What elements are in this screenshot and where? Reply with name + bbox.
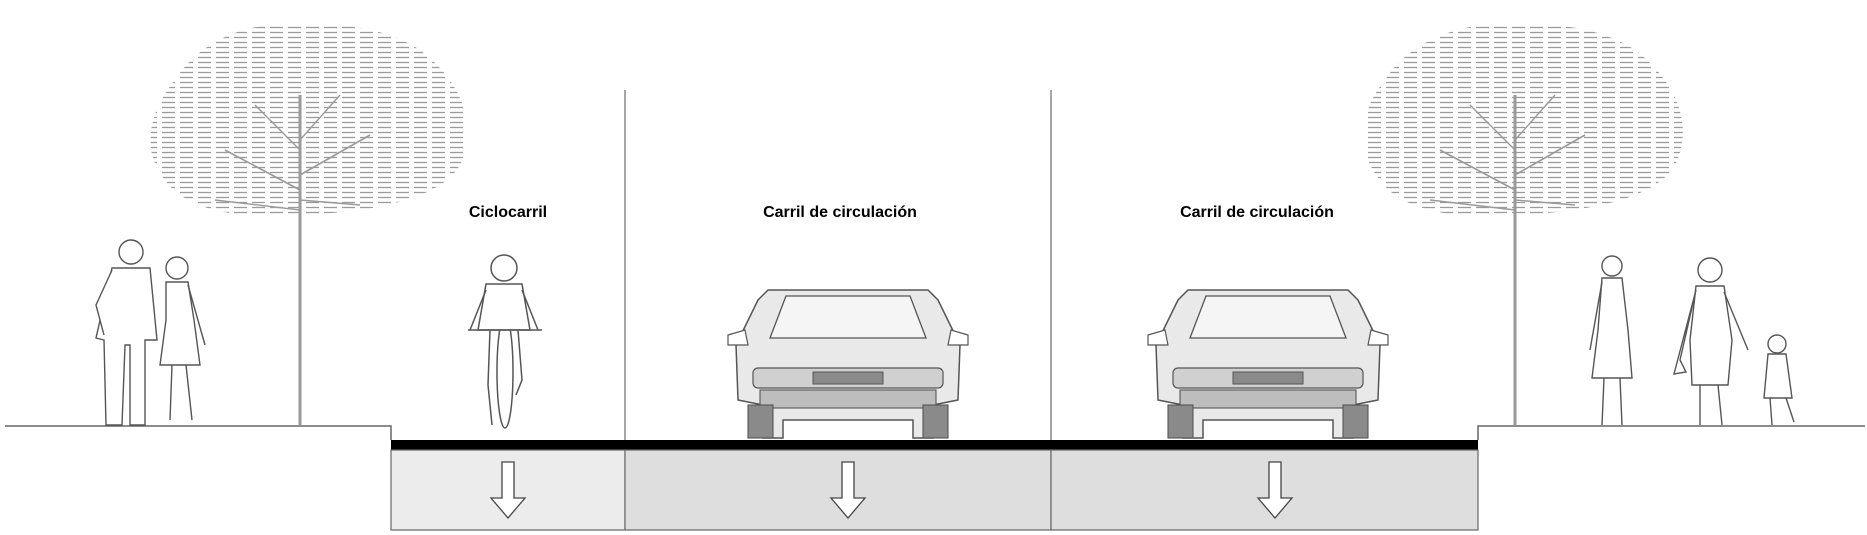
tree-icon bbox=[150, 24, 468, 425]
tree-icon bbox=[1363, 24, 1683, 425]
car-front-icon bbox=[727, 289, 969, 439]
left-sidewalk bbox=[5, 425, 392, 440]
arrow-down-icon bbox=[829, 461, 867, 520]
road-surface bbox=[391, 440, 1478, 450]
car-lane-box-2 bbox=[1050, 449, 1479, 531]
car-lane-box-1 bbox=[624, 449, 1052, 531]
pedestrian-icon bbox=[1589, 255, 1795, 426]
bike-lane-label: Ciclocarril bbox=[468, 204, 548, 221]
car-front-icon bbox=[1147, 289, 1389, 439]
arrow-down-icon bbox=[1256, 461, 1294, 520]
car-lane-label-1: Carril de circulación bbox=[763, 204, 917, 221]
cyclist-icon bbox=[468, 254, 542, 429]
car-lane-label-2: Carril de circulación bbox=[1180, 204, 1334, 221]
right-sidewalk bbox=[1477, 425, 1865, 440]
arrow-down-icon bbox=[489, 461, 527, 520]
pedestrian-icon bbox=[95, 239, 206, 426]
